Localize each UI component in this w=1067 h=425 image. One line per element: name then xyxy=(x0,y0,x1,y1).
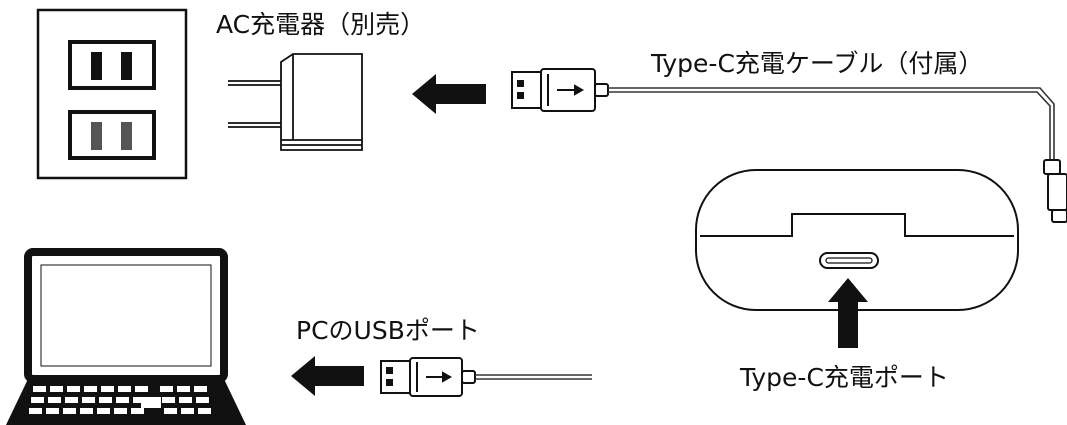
cable-line xyxy=(608,87,1055,160)
pc-usb-port-label: PCのUSBポート xyxy=(296,316,480,345)
ac-charger-label: AC充電器（別売） xyxy=(216,10,426,39)
up-arrow-icon xyxy=(828,278,868,348)
left-arrow-icon xyxy=(412,74,486,114)
left-arrow-icon xyxy=(291,356,364,396)
typec-port-label: Type-C充電ポート xyxy=(740,363,949,392)
cable-label: Type-C充電ケーブル（付属） xyxy=(651,49,984,78)
cable-line xyxy=(475,374,592,380)
wall-outlet-icon xyxy=(36,8,188,180)
usb-plug-icon xyxy=(380,357,476,397)
usb-c-connector-icon xyxy=(1043,159,1067,223)
ac-adapter-icon xyxy=(228,53,363,151)
usb-plug-icon xyxy=(511,68,609,112)
laptop-icon xyxy=(6,248,246,425)
